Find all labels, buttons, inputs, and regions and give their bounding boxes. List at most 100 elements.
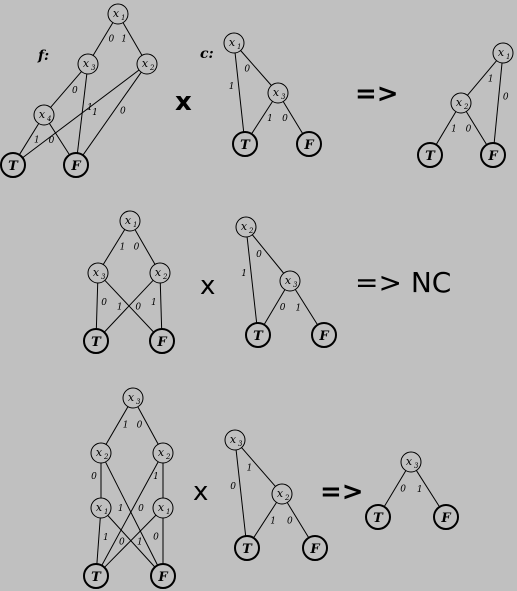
terminal-node-t: T bbox=[245, 322, 271, 348]
edge-label: 1 bbox=[103, 533, 109, 543]
variable-subscript: 3 bbox=[281, 93, 286, 101]
edge-label: 1 bbox=[137, 537, 143, 547]
terminal-node-f: F bbox=[63, 152, 89, 178]
bdd-edge bbox=[234, 52, 245, 133]
bdd-edge bbox=[104, 514, 157, 568]
product-operator: x bbox=[193, 477, 208, 507]
bdd-edge bbox=[96, 517, 101, 565]
variable-label: x bbox=[285, 274, 292, 287]
terminal-label: F bbox=[156, 335, 167, 350]
variable-label: x bbox=[93, 266, 100, 279]
edge-label: 1 bbox=[121, 35, 127, 45]
edge-label: 0 bbox=[119, 537, 125, 547]
edge-label: 0 bbox=[138, 504, 144, 514]
edge-label: 0 bbox=[101, 298, 107, 308]
bdd-edge bbox=[294, 289, 319, 326]
edge-label: 0 bbox=[282, 114, 288, 124]
non-constrainable-label: => NC bbox=[355, 266, 451, 299]
terminal-node-f: F bbox=[149, 328, 175, 354]
terminal-label: F bbox=[70, 159, 81, 174]
variable-subscript: 2 bbox=[463, 103, 469, 111]
edge-label: 1 bbox=[120, 243, 126, 253]
variable-label: x bbox=[498, 46, 505, 59]
variable-label: x bbox=[96, 501, 103, 514]
bdd-edge bbox=[101, 461, 159, 566]
bdd-edge bbox=[282, 101, 304, 135]
variable-subscript: 2 bbox=[162, 273, 168, 281]
bdd-edge bbox=[137, 406, 159, 445]
variable-label: x bbox=[241, 220, 248, 233]
variable-label: x bbox=[273, 86, 280, 99]
bdd-edge bbox=[286, 502, 310, 539]
bdd-edge bbox=[50, 71, 82, 108]
terminal-label: F bbox=[487, 149, 498, 164]
edge-label: 1 bbox=[123, 421, 129, 431]
edge-label: 0 bbox=[153, 533, 159, 543]
bdd-edge bbox=[241, 447, 276, 487]
edge-label: 1 bbox=[34, 136, 40, 146]
edge-label: 1 bbox=[92, 108, 98, 118]
variable-subscript: 3 bbox=[91, 64, 96, 72]
edge-label: 0 bbox=[49, 136, 55, 146]
bdd-edge bbox=[253, 502, 277, 539]
edge-label: 0 bbox=[91, 472, 97, 482]
variable-label: x bbox=[406, 455, 413, 468]
edge-label: 1 bbox=[151, 298, 157, 308]
edge-label: 0 bbox=[109, 35, 115, 45]
bdd-edge bbox=[82, 71, 142, 156]
terminal-label: T bbox=[91, 335, 102, 350]
bdd-edge bbox=[122, 22, 143, 56]
variable-subscript: 4 bbox=[46, 115, 51, 123]
terminal-node-t: T bbox=[234, 535, 260, 561]
function-f-label: f: bbox=[37, 48, 49, 64]
bdd-edge bbox=[95, 282, 99, 330]
bdd-edge bbox=[107, 515, 156, 568]
bdd-edge bbox=[251, 101, 273, 135]
bdd-edge bbox=[383, 470, 407, 507]
bdd-edge bbox=[22, 69, 140, 159]
edge-label: 1 bbox=[270, 516, 276, 526]
edge-label: 1 bbox=[488, 75, 494, 85]
bdd-edge bbox=[92, 22, 114, 56]
bdd-edge bbox=[103, 279, 154, 333]
bdd-edge bbox=[246, 236, 258, 324]
variable-subscript: 2 bbox=[284, 494, 290, 502]
edge-label: 0 bbox=[134, 242, 140, 252]
product-operator: x bbox=[200, 271, 215, 301]
edge-label: 0 bbox=[503, 93, 509, 103]
terminal-label: F bbox=[440, 511, 451, 526]
terminal-node-f: F bbox=[150, 563, 176, 589]
terminal-label: T bbox=[240, 138, 251, 153]
variable-subscript: 3 bbox=[238, 440, 243, 448]
edge-label: 0 bbox=[244, 65, 250, 75]
edge-label: 0 bbox=[120, 106, 126, 116]
variable-label: x bbox=[39, 108, 46, 121]
bdd-edge bbox=[435, 111, 457, 145]
bdd-edge bbox=[493, 62, 503, 144]
edge-label: 0 bbox=[230, 482, 236, 492]
variable-subscript: 1 bbox=[133, 221, 137, 229]
variable-subscript: 2 bbox=[103, 453, 109, 461]
bdd-edge bbox=[18, 123, 40, 156]
bdd-edge bbox=[134, 229, 156, 265]
variable-label: x bbox=[277, 487, 284, 500]
edge-label: 1 bbox=[241, 269, 247, 279]
terminal-node-t: T bbox=[83, 328, 109, 354]
edge-label: 1 bbox=[295, 303, 301, 313]
variable-label: x bbox=[155, 266, 162, 279]
bdd-edge bbox=[48, 123, 70, 156]
variable-subscript: 2 bbox=[248, 227, 254, 235]
terminal-label: T bbox=[253, 329, 264, 344]
